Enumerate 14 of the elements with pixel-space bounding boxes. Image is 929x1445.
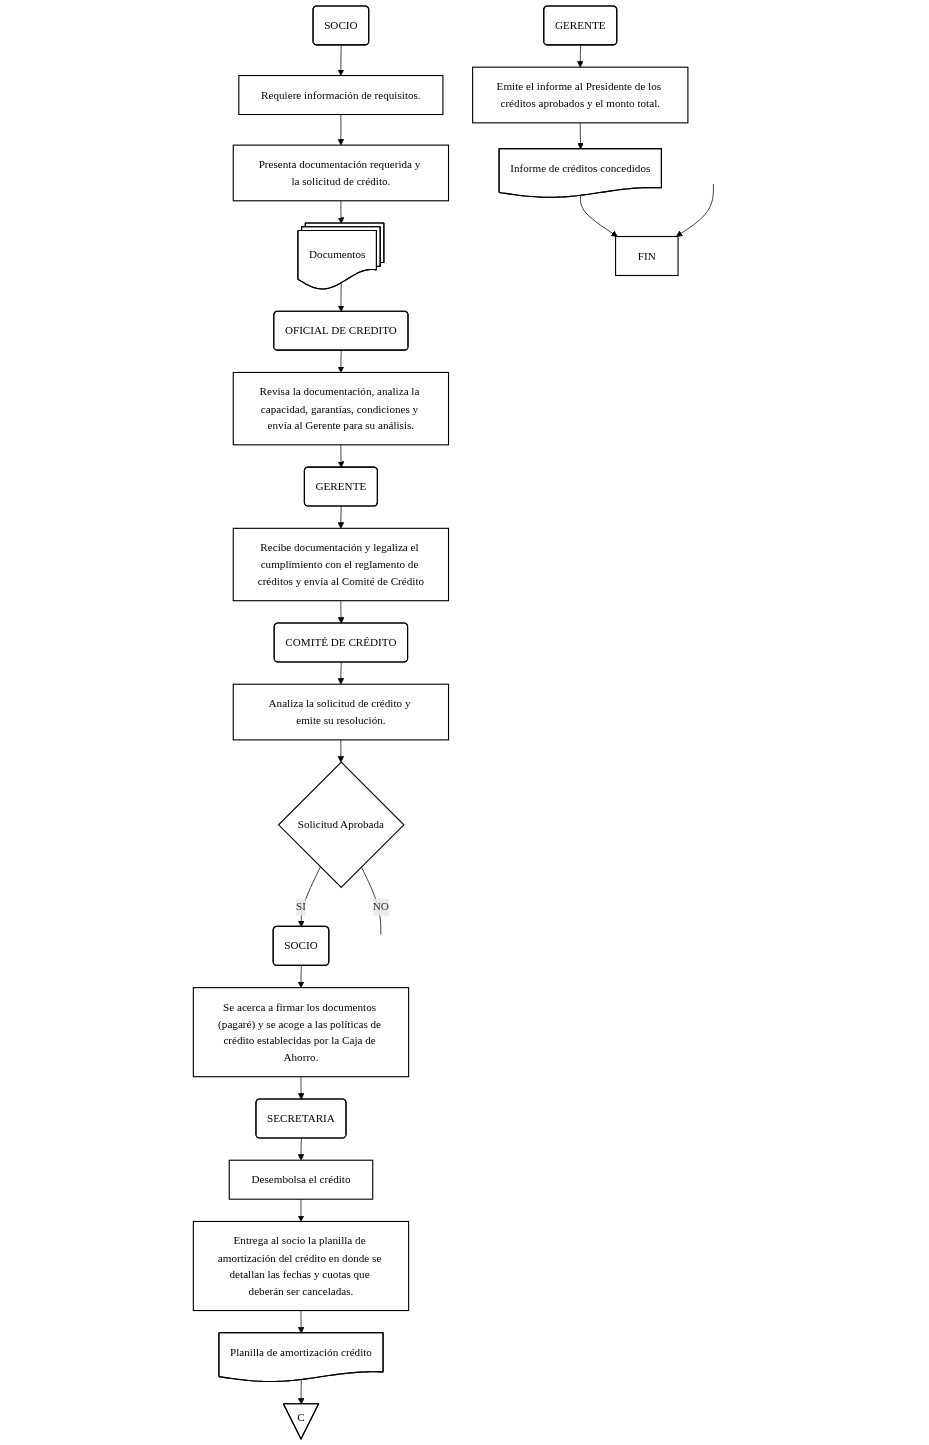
connector <box>361 866 382 936</box>
node-box: Requiere información de requisitos. <box>238 74 444 116</box>
node-box: Entrega al socio la planilla de amortización del crédito en donde se detallan las fechas y cuotas que deberán ser canceladas. <box>192 1220 410 1312</box>
node-box: Emite el informe al Presidente de los créditos aprobados y el monto total. <box>472 66 689 124</box>
edge-label: NO <box>372 900 389 913</box>
node-box: Revisa la documentación, analiza la capacidad, garantías, condiciones y envía al Gerente para su análisis. <box>232 371 450 446</box>
node-diamond: Solicitud Aprobada <box>277 761 405 889</box>
node-box: Analiza la solicitud de crédito y emite su resolución. <box>232 683 450 741</box>
node-box: Desembolsa el crédito <box>228 1159 374 1200</box>
node-box: FIN <box>615 235 679 277</box>
node-box: Se acerca a firmar los documentos (pagaré) y se acoge a las políticas de crédito establecidas por la Caja de Ahorro. <box>192 987 410 1078</box>
edge-label: SI <box>296 900 306 913</box>
node-box: Recibe documentación y legaliza el cumplimiento con el reglamento de créditos y envía al Comité de Crédito <box>232 527 450 602</box>
node-box: Presenta documentación requerida y la solicitud de crédito. <box>232 144 450 202</box>
